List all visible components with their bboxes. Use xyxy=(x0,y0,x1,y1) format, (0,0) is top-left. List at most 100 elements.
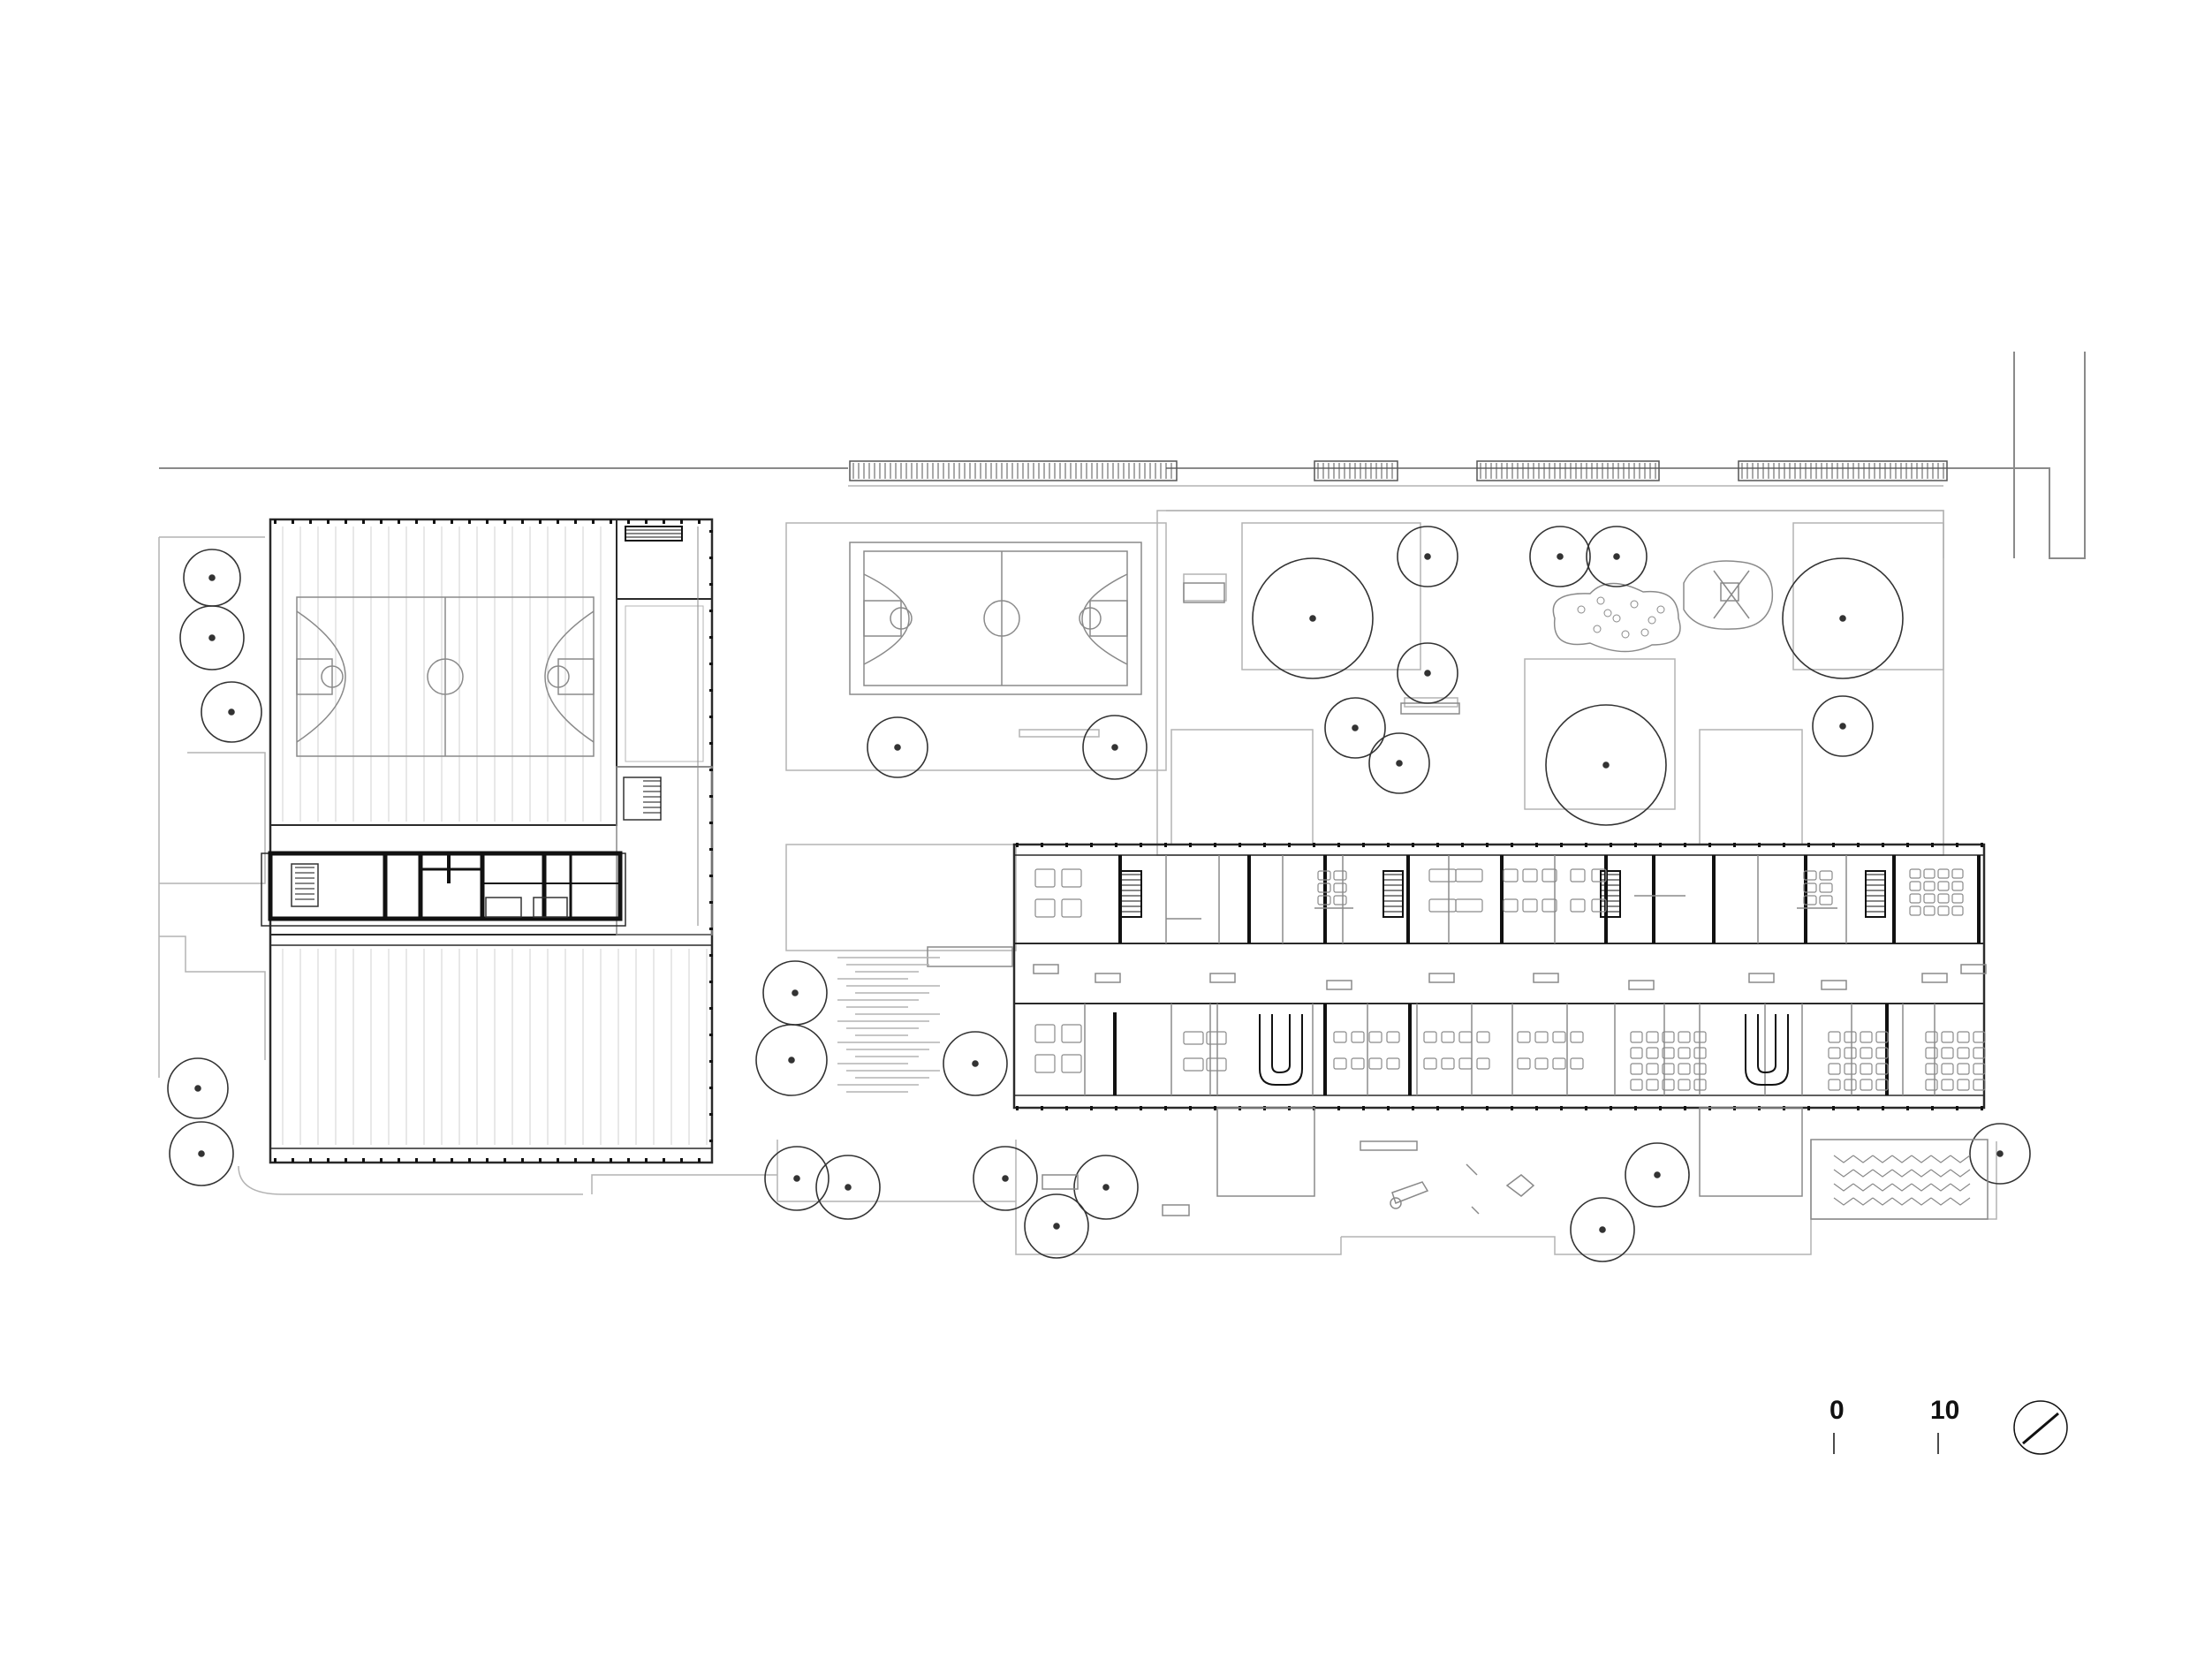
column xyxy=(1214,843,1216,847)
basketball-court-outdoor xyxy=(849,542,1142,695)
wing-stairs xyxy=(1119,870,1886,1086)
desk xyxy=(1646,1063,1659,1075)
column xyxy=(709,795,713,798)
desk xyxy=(1803,870,1817,881)
column xyxy=(1560,843,1563,847)
bench xyxy=(1033,964,1059,974)
desk xyxy=(1333,1057,1347,1070)
wing-columns xyxy=(1016,843,1983,1110)
column xyxy=(1016,1106,1019,1110)
desk xyxy=(1552,1057,1566,1070)
column xyxy=(1807,843,1810,847)
pebble xyxy=(1593,625,1602,633)
desk xyxy=(1034,1024,1056,1043)
desk xyxy=(1570,1031,1584,1043)
tree-trunk xyxy=(1309,615,1316,622)
column xyxy=(1140,843,1142,847)
column xyxy=(709,1007,713,1010)
chevron xyxy=(1891,1197,1913,1206)
column xyxy=(1140,1106,1142,1110)
desk xyxy=(1951,881,1964,891)
desk xyxy=(1828,1031,1841,1043)
column xyxy=(539,1158,542,1163)
column xyxy=(451,1158,453,1163)
tree-canopy xyxy=(1073,1155,1139,1220)
desk xyxy=(1844,1047,1857,1059)
desk xyxy=(1951,905,1964,916)
desk xyxy=(1909,881,1921,891)
column xyxy=(1412,1106,1414,1110)
desk xyxy=(1923,893,1936,904)
chevron xyxy=(1852,1169,1874,1178)
tree-trunk xyxy=(1396,760,1403,767)
desk xyxy=(1909,905,1921,916)
column xyxy=(1535,843,1538,847)
desk xyxy=(1183,1057,1204,1072)
column xyxy=(468,1158,471,1163)
desk xyxy=(1317,883,1331,893)
column xyxy=(539,519,542,524)
pebble xyxy=(1621,630,1630,639)
chevron xyxy=(1833,1183,1854,1192)
desk xyxy=(1333,895,1347,905)
pebble xyxy=(1640,628,1649,637)
chevron-paving xyxy=(1833,1155,1971,1206)
desk xyxy=(1061,1024,1082,1043)
desk xyxy=(1828,1063,1841,1075)
chevron xyxy=(1911,1183,1932,1192)
desk xyxy=(1803,895,1817,905)
tree-canopy xyxy=(1324,697,1386,759)
desk xyxy=(1630,1031,1643,1043)
tree-trunk xyxy=(845,1184,852,1191)
column xyxy=(1634,843,1637,847)
desk xyxy=(1875,1079,1889,1091)
column xyxy=(709,1140,713,1142)
column xyxy=(709,928,713,930)
desk xyxy=(1034,1054,1056,1073)
tree-canopy xyxy=(201,681,262,743)
desk xyxy=(1957,1079,1970,1091)
column xyxy=(274,519,276,524)
bench xyxy=(1209,973,1236,983)
column xyxy=(709,742,713,745)
column xyxy=(680,1158,683,1163)
desk xyxy=(1061,898,1082,918)
column xyxy=(709,769,713,771)
column xyxy=(1436,1106,1439,1110)
chevron xyxy=(1950,1155,1971,1163)
basketball-court-indoor xyxy=(296,596,595,757)
column xyxy=(1733,843,1736,847)
column xyxy=(1387,843,1390,847)
desk xyxy=(1941,1031,1954,1043)
classroom-desks xyxy=(1034,868,1986,1091)
column xyxy=(398,1158,400,1163)
desk xyxy=(1428,898,1457,913)
tree-canopy xyxy=(1782,557,1904,679)
column xyxy=(574,519,577,524)
column xyxy=(557,519,559,524)
tree-trunk xyxy=(1839,615,1846,622)
desk xyxy=(1951,893,1964,904)
column xyxy=(1931,1106,1934,1110)
desk xyxy=(1476,1031,1490,1043)
column xyxy=(1832,843,1835,847)
column xyxy=(1065,1106,1068,1110)
site-boundary xyxy=(159,352,2086,559)
column xyxy=(1610,1106,1612,1110)
chevron xyxy=(1911,1169,1932,1178)
bench xyxy=(1326,980,1352,990)
desk xyxy=(1957,1031,1970,1043)
column xyxy=(709,610,713,612)
column xyxy=(1362,1106,1365,1110)
column xyxy=(521,519,524,524)
tree-canopy xyxy=(1529,526,1591,587)
column xyxy=(1016,843,1019,847)
bench xyxy=(1428,973,1455,983)
column xyxy=(709,875,713,877)
tree-canopy xyxy=(1625,1142,1690,1208)
column xyxy=(1189,1106,1192,1110)
desk xyxy=(1503,868,1519,883)
column xyxy=(1461,843,1464,847)
gymnasium-building xyxy=(269,518,714,1164)
